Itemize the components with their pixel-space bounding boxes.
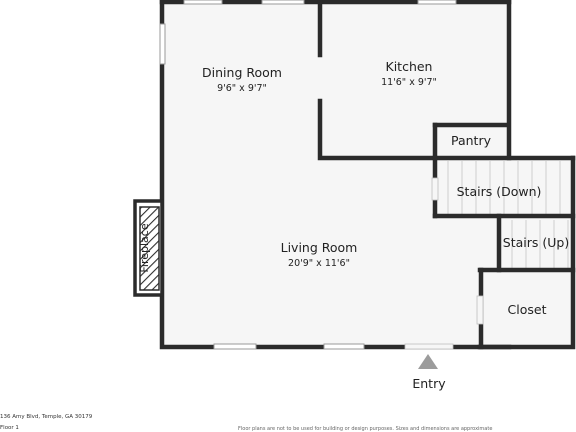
stairs-up-label: Stairs (Up) [503, 235, 569, 250]
living-room-dims: 20'9" x 11'6" [288, 258, 350, 269]
kitchen-label: Kitchen [386, 59, 433, 74]
closet-label: Closet [508, 302, 547, 317]
dining-room-label: Dining Room [202, 65, 282, 80]
doorways [404, 177, 484, 350]
address-text: 136 Amy Blvd, Temple, GA 30179 [0, 414, 93, 420]
entry-arrow-icon [418, 354, 438, 369]
floor-area [162, 0, 573, 347]
pantry-label: Pantry [451, 133, 492, 148]
living-room-label: Living Room [281, 240, 358, 255]
windows [159, 0, 457, 350]
fireplace [133, 199, 164, 297]
dining-room-dims: 9'6" x 9'7" [217, 83, 267, 94]
stairs-up-treads [511, 220, 569, 269]
disclaimer-text: Floor plans are not to be used for build… [238, 426, 493, 432]
fireplace-label: Fireplace [138, 223, 151, 272]
stairs-down-treads [447, 161, 561, 215]
kitchen-dims: 11'6" x 9'7" [381, 77, 437, 88]
entry-label: Entry [412, 376, 446, 391]
stairs-down-label: Stairs (Down) [457, 184, 542, 199]
walls [159, 0, 576, 350]
floor-text: Floor 1 [0, 425, 19, 431]
